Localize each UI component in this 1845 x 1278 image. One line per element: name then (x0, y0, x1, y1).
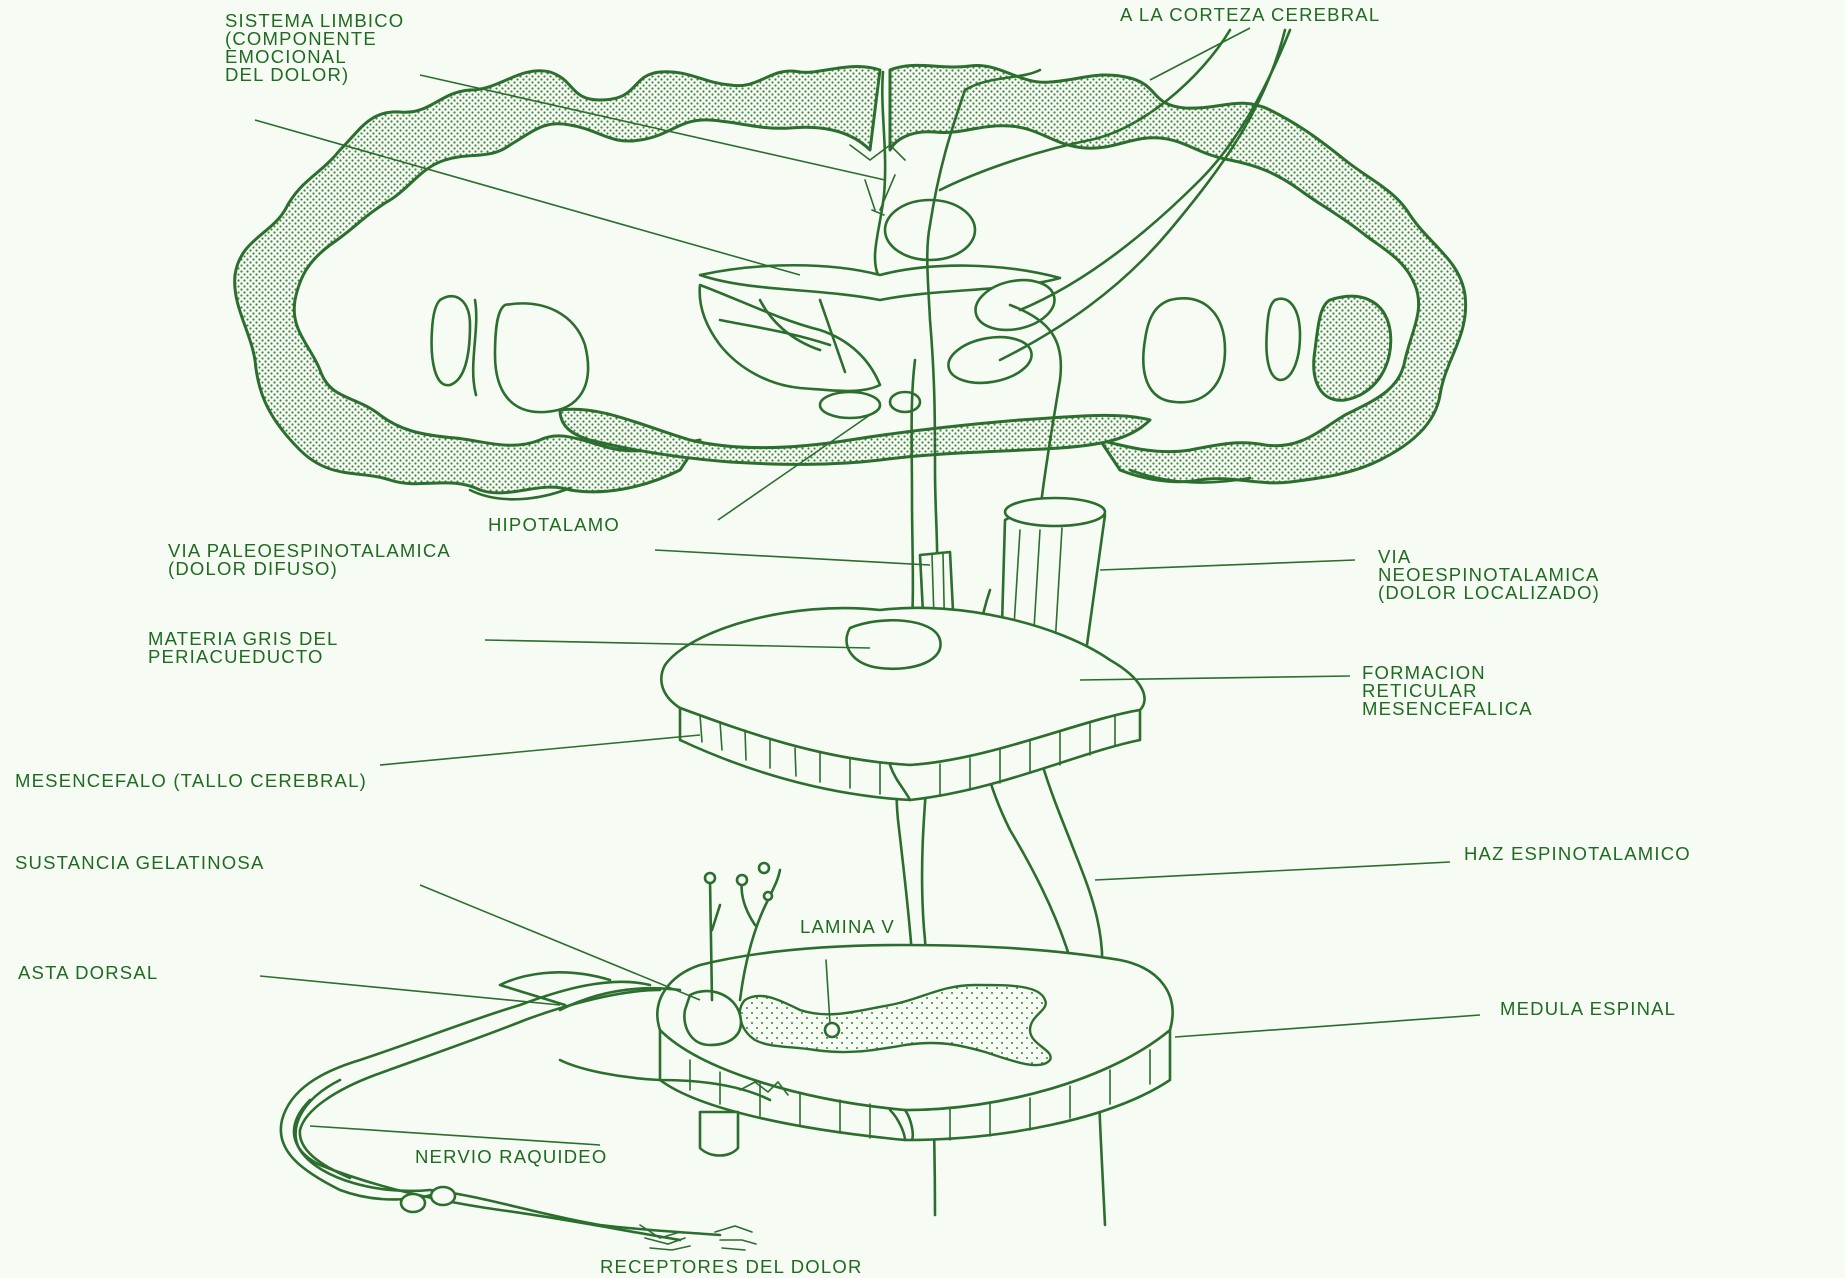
label-sistema-limbico: SISTEMA LIMBICO (COMPONENTE EMOCIONAL DE… (225, 12, 404, 84)
leader-medula (1175, 1015, 1480, 1037)
hypothalamus-nucleus-small (890, 392, 920, 412)
nerve-sheath-1 (401, 1194, 425, 1212)
fibre-terminal-1 (705, 873, 715, 883)
label-medula-espinal: MEDULA ESPINAL (1500, 1000, 1676, 1018)
leader-haz (1095, 862, 1450, 880)
lamina-v-neuron (825, 1023, 839, 1037)
label-materia-gris-periacueducto: MATERIA GRIS DEL PERIACUEDUCTO (148, 630, 339, 666)
nerve-sheath-2 (431, 1187, 455, 1205)
thalamus (700, 285, 880, 391)
leader-mesencefalo (380, 735, 700, 765)
right-caudate (1143, 298, 1225, 402)
ventral-root (700, 1112, 738, 1156)
fibre-terminal-4 (764, 892, 772, 900)
label-nervio-raquideo: NERVIO RAQUIDEO (415, 1148, 607, 1166)
right-insula (1314, 296, 1391, 400)
left-ventricle (432, 296, 470, 385)
label-receptores-del-dolor: RECEPTORES DEL DOLOR (600, 1258, 863, 1276)
label-haz-espinotalamico: HAZ ESPINOTALAMICO (1464, 845, 1691, 863)
label-sustancia-gelatinosa: SUSTANCIA GELATINOSA (15, 854, 264, 872)
label-corteza-cerebral: A LA CORTEZA CEREBRAL (1120, 6, 1380, 24)
label-via-neoespinotalamica: VIA NEOESPINOTALAMICA (DOLOR LOCALIZADO) (1378, 548, 1600, 602)
brain-section (235, 65, 1466, 499)
left-internal-capsule (473, 300, 476, 395)
label-asta-dorsal: ASTA DORSAL (18, 964, 158, 982)
label-formacion-reticular: FORMACION RETICULAR MESENCEFALICA (1362, 664, 1533, 718)
limbic-neurons (850, 145, 905, 215)
periaqueductal-grey (847, 620, 941, 668)
leader-corteza (1150, 28, 1250, 80)
label-lamina-v: LAMINA V (800, 918, 895, 936)
leader-sustancia (420, 885, 700, 1000)
leader-nervio (310, 1126, 600, 1145)
label-hipotalamo: HIPOTALAMO (488, 516, 620, 534)
label-via-paleoespinotalamica: VIA PALEOESPINOTALAMICA (DOLOR DIFUSO) (168, 542, 451, 578)
leader-via-paleo (655, 550, 930, 565)
thalamic-relay-nucleus-lower (945, 331, 1035, 389)
label-mesencefalo: MESENCEFALO (TALLO CEREBRAL) (15, 772, 367, 790)
leader-via-neo (1100, 560, 1355, 570)
fibre-terminal-3 (759, 863, 769, 873)
pain-receptors-right (715, 1226, 756, 1250)
right-ventricle (1266, 299, 1300, 380)
fibre-terminal-2 (737, 875, 747, 885)
spinal-nerve-fibre-3 (294, 1100, 680, 1240)
left-caudate (495, 303, 588, 412)
fibres-to-cortex-2 (1020, 30, 1290, 310)
